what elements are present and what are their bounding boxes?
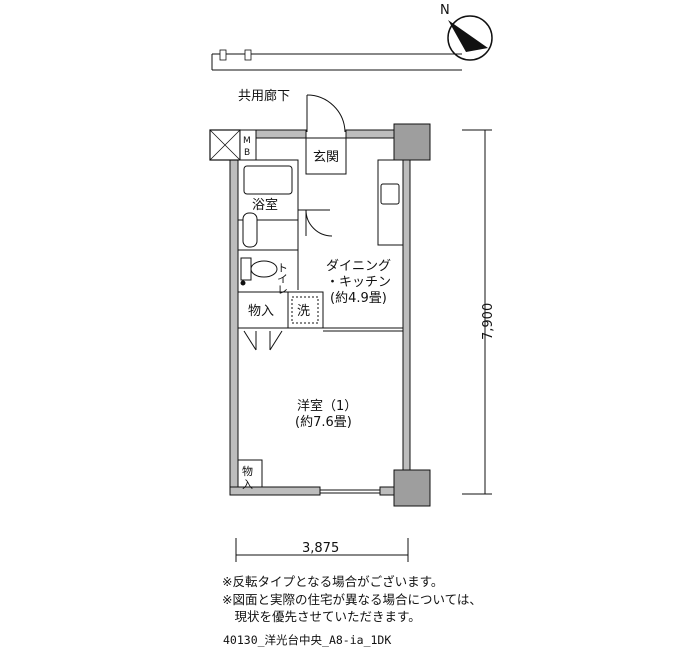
note-line-2: ※図面と実際の住宅が異なる場合については、 [222, 592, 482, 607]
room-dk-name-2: ・キッチン [326, 275, 391, 290]
bath-walls [237, 159, 299, 290]
dimension-width-label: 3,875 [302, 541, 339, 556]
mb-label-b: B [244, 148, 250, 158]
dimension-depth-label: 7,900 [481, 303, 496, 340]
window-bottom [320, 489, 380, 494]
compass-north-label: N [440, 3, 450, 18]
dimension-width [235, 538, 409, 562]
entrance-walls [298, 137, 347, 237]
room-western-name: 洋室（1） [297, 398, 357, 414]
compass-icon: N [440, 3, 493, 61]
room-entrance: 玄関 [313, 150, 339, 165]
mb-label-m: M [243, 136, 251, 146]
kitchen-counter [377, 159, 404, 246]
room-laundry: 洗 [297, 304, 310, 319]
room-bath: 浴室 [252, 197, 278, 213]
plan-code: 40130_洋光台中央_A8-ia_1DK [223, 633, 392, 647]
railing [211, 49, 462, 71]
room-dk-name-1: ダイニング [326, 259, 391, 274]
mb-box: M B [209, 129, 257, 161]
room-storage-b-2: 入 [242, 478, 253, 491]
room-western-area: (約7.6畳) [295, 415, 352, 430]
entry-door [306, 94, 346, 133]
note-line-1: ※反転タイプとなる場合がございます。 [222, 574, 444, 589]
storage-small [237, 459, 263, 488]
storage-laundry [237, 291, 403, 351]
room-dk-area: (約4.9畳) [330, 291, 387, 306]
note-line-3: 現状を優先させていただきます。 [222, 609, 421, 624]
pillars [393, 123, 431, 507]
floor-plan: N 共用廊下 M B [209, 3, 496, 562]
toilet-fixture [240, 257, 278, 286]
room-storage-a: 物入 [248, 304, 274, 319]
corridor-label: 共用廊下 [238, 88, 290, 104]
room-storage-b: 物 [242, 464, 253, 478]
room-toilet: トイレ [276, 262, 289, 295]
dimension-depth [462, 129, 492, 495]
